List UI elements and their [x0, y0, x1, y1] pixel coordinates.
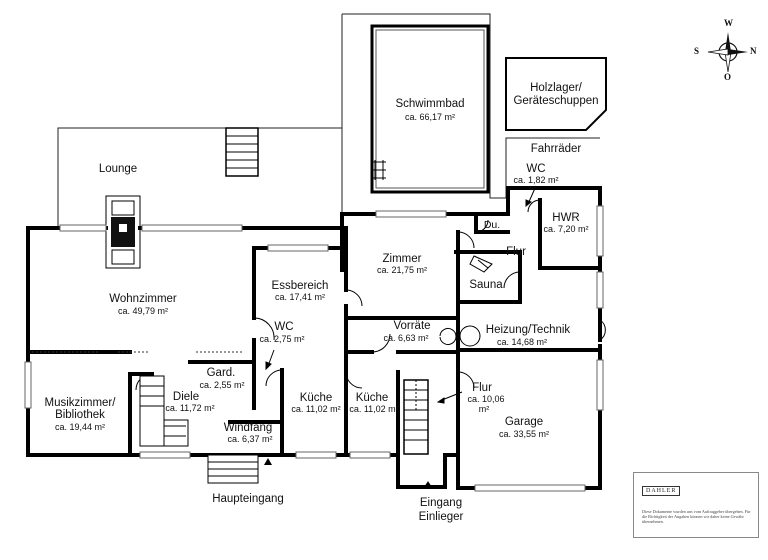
- label-wc-top: WC: [526, 163, 545, 175]
- compass-w: W: [724, 18, 733, 28]
- label-diele: Diele: [173, 391, 199, 403]
- label-essbereich: Essbereich: [272, 280, 329, 292]
- entrance-steps: [207, 454, 272, 484]
- label-wc-mid: WC: [274, 321, 293, 333]
- pool-ladder: [371, 160, 386, 180]
- label-fahrraeder: Fahrräder: [531, 143, 582, 155]
- compass-o: O: [724, 72, 732, 82]
- label-eingang: Eingang: [420, 497, 462, 509]
- area-vorraete: ca. 6,63 m²: [383, 333, 428, 343]
- label-lounge: Lounge: [99, 163, 137, 175]
- label-schwimmbad: Schwimmbad: [395, 98, 464, 110]
- area-schwimmbad: ca. 66,17 m²: [405, 112, 455, 122]
- label-garage: Garage: [505, 416, 543, 428]
- windows: [24, 205, 604, 492]
- area-wc-top: ca. 1,82 m²: [513, 175, 558, 185]
- label-haupteingang: Haupteingang: [212, 493, 284, 505]
- area-diele: ca. 11,72 m²: [165, 403, 214, 413]
- area-wc-mid: ca. 2,75 m²: [259, 334, 304, 344]
- einlieger-stairs: [403, 379, 429, 455]
- diele-stairs: [139, 375, 189, 447]
- area-flur-bottom-2: m²: [479, 404, 490, 414]
- area-essbereich: ca. 17,41 m²: [275, 292, 325, 302]
- label-heizung: Heizung/Technik: [486, 324, 571, 336]
- area-hwr: ca. 7,20 m²: [543, 224, 588, 234]
- compass-s: S: [694, 46, 700, 56]
- dahler-logo: DAHLER: [642, 486, 681, 496]
- label-hwr: HWR: [552, 212, 579, 224]
- lounge-stairs: [225, 127, 259, 177]
- label-musikzimmer-2: Bibliothek: [55, 409, 105, 421]
- label-einlieger: Einlieger: [419, 511, 464, 523]
- area-garage: ca. 33,55 m²: [499, 429, 549, 439]
- fireplace: [105, 195, 141, 269]
- label-sauna: Sauna: [469, 279, 503, 291]
- area-musikzimmer: ca. 19,44 m²: [55, 422, 105, 432]
- compass-n: N: [750, 46, 757, 56]
- area-flur-bottom-1: ca. 10,06: [467, 394, 504, 404]
- sauna-oven: [469, 255, 493, 273]
- pool: [370, 24, 490, 194]
- compass-rose: W O S N: [694, 18, 757, 84]
- label-windfang: Windfang: [224, 422, 273, 434]
- disclaimer-text: Diese Dokumente wurden uns vom Auftragge…: [642, 509, 751, 525]
- label-musikzimmer-1: Musikzimmer/: [45, 397, 117, 409]
- area-kueche-right: ca. 11,02 m²: [349, 404, 398, 414]
- area-wohnzimmer: ca. 49,79 m²: [118, 306, 168, 316]
- label-kueche-right: Küche: [356, 392, 389, 404]
- label-wohnzimmer: Wohnzimmer: [109, 293, 177, 305]
- label-flur-bottom: Flur: [472, 382, 492, 394]
- label-holzlager-1: Holzlager/: [530, 82, 583, 94]
- label-holzlager-2: Geräteschuppen: [513, 95, 598, 107]
- room-labels: Lounge Schwimmbad ca. 66,17 m² Holzlager…: [45, 82, 599, 523]
- label-flur-top: Flur: [506, 246, 526, 258]
- label-gard: Gard.: [207, 367, 236, 379]
- area-windfang: ca. 6,37 m²: [227, 434, 272, 444]
- terrace-outline: [57, 13, 600, 228]
- area-gard: ca. 2,55 m²: [199, 380, 244, 390]
- shed: [505, 57, 607, 131]
- arrows: [265, 185, 537, 489]
- compass-icon: [707, 32, 748, 73]
- label-du: Du.: [484, 219, 500, 231]
- area-zimmer: ca. 21,75 m²: [377, 265, 427, 275]
- label-vorraete: Vorräte: [393, 320, 430, 332]
- area-heizung: ca. 14,68 m²: [497, 337, 547, 347]
- label-zimmer: Zimmer: [383, 253, 422, 265]
- heating-boiler: [459, 325, 481, 347]
- doors: [135, 199, 606, 391]
- disclaimer-box: DAHLER Diese Dokumente wurden uns vom Au…: [633, 472, 759, 538]
- area-kueche-left: ca. 11,02 m²: [291, 404, 340, 414]
- label-kueche-left: Küche: [300, 392, 333, 404]
